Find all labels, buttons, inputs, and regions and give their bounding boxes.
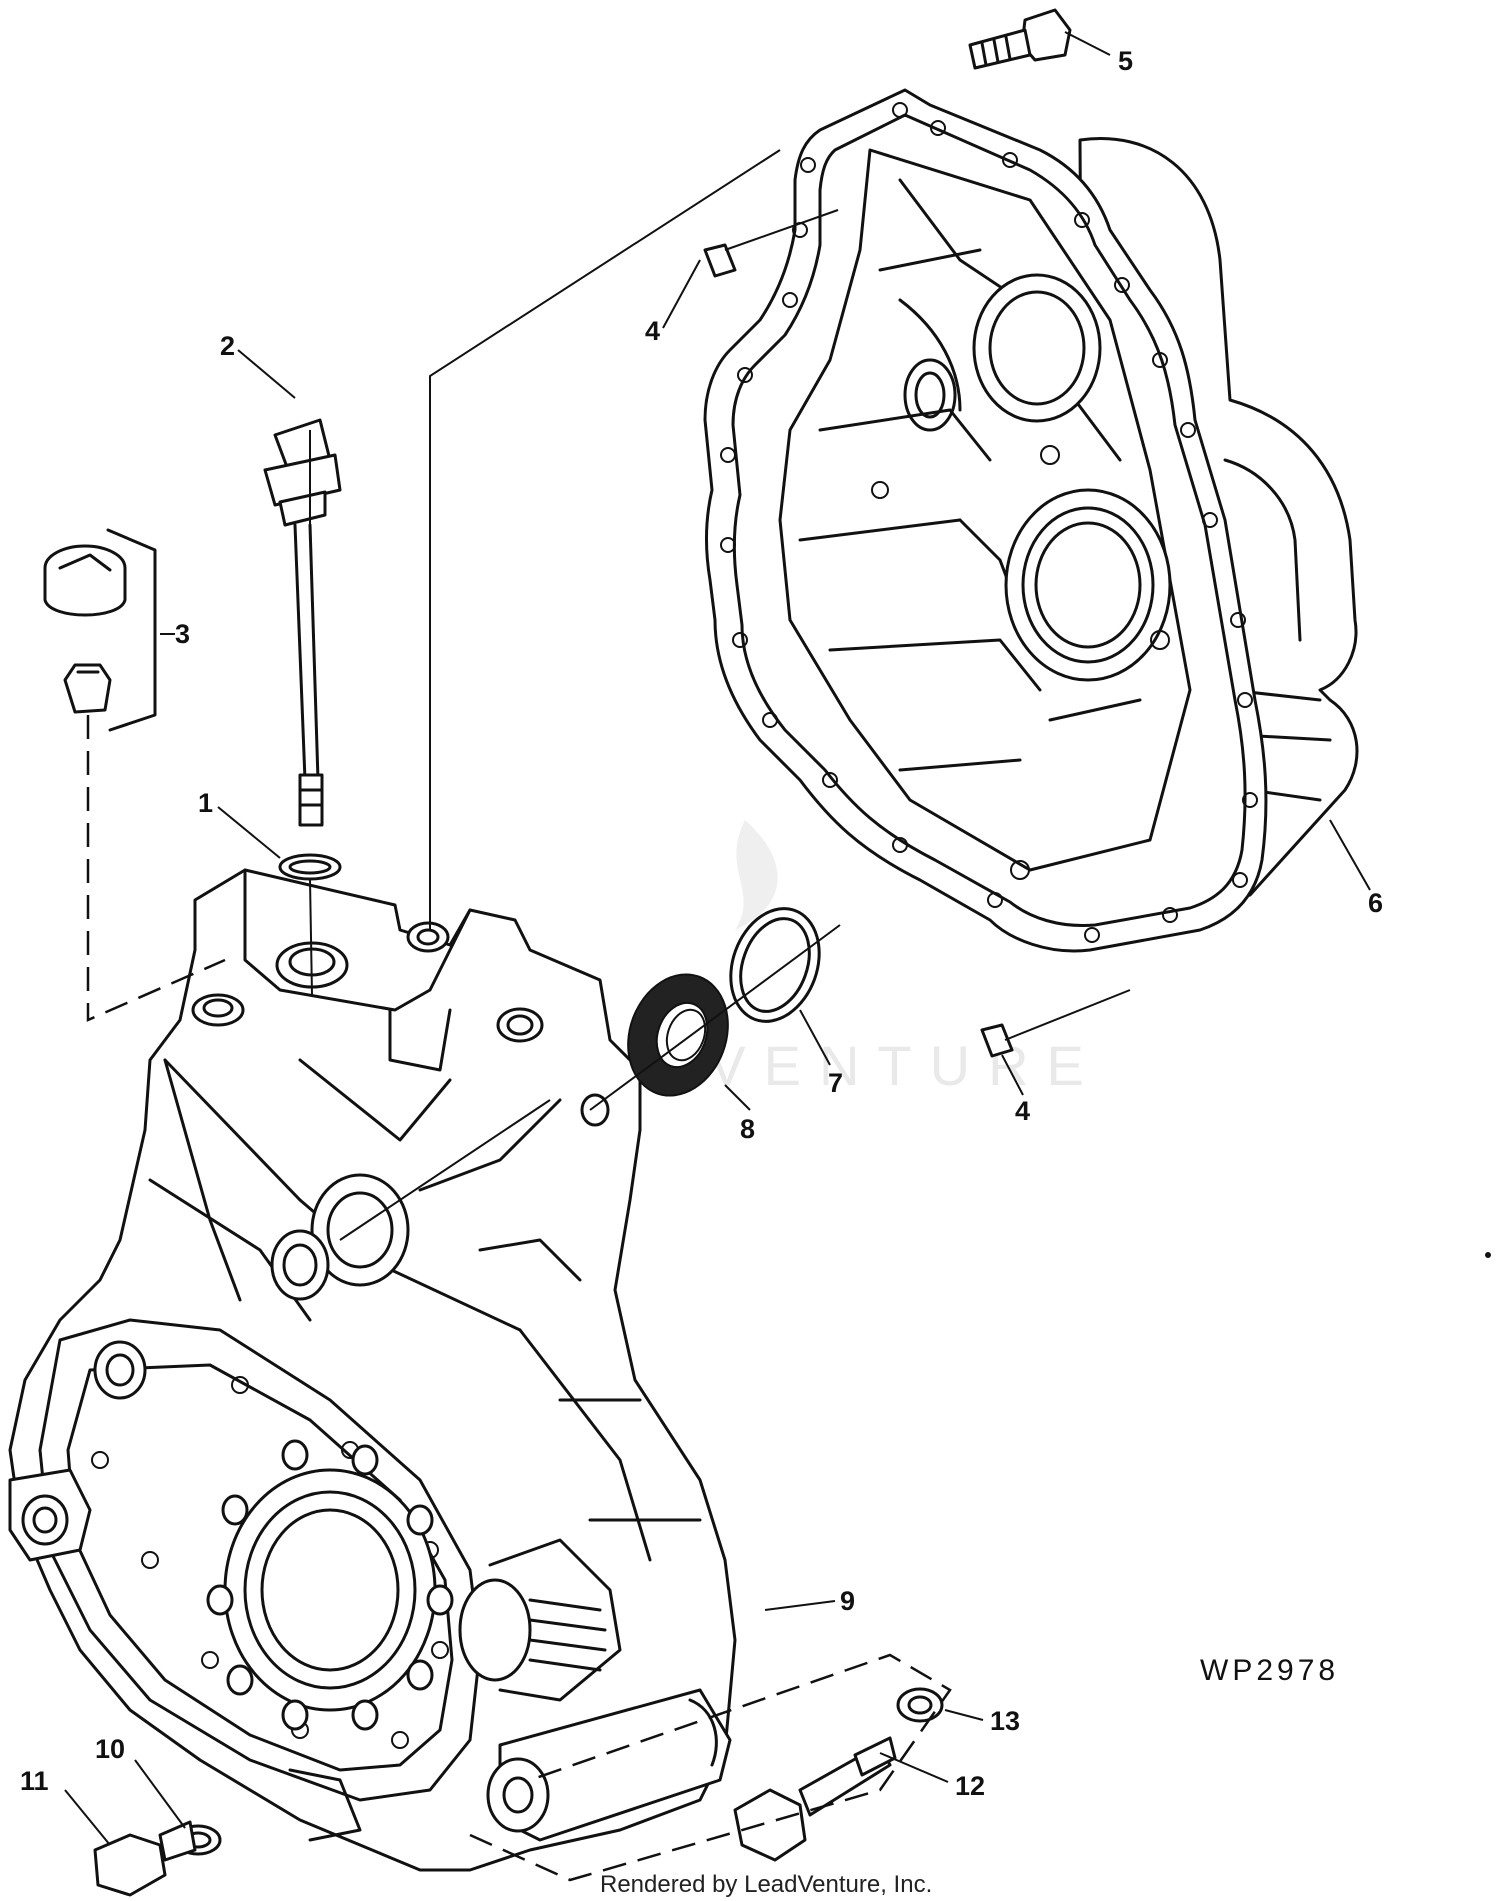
callout-5: 5 [1118, 46, 1133, 76]
footer-credit: Rendered by LeadVenture, Inc. [600, 1871, 932, 1898]
callout-8: 8 [740, 1114, 755, 1144]
stray-dot [1485, 1252, 1491, 1258]
reference-code: WP2978 [1200, 1654, 1339, 1687]
callout-3: 3 [175, 619, 190, 649]
callout-1: 1 [198, 788, 213, 818]
callout-7: 7 [828, 1068, 843, 1098]
part-9-lower-housing [8, 868, 737, 1872]
callout-9: 9 [840, 1586, 855, 1616]
callout-4-lower: 4 [1015, 1096, 1030, 1126]
part-12-bolt [733, 1736, 897, 1862]
part-11-drain-plug [93, 1820, 197, 1897]
part-6-flange-holes [720, 102, 1258, 943]
callout-6: 6 [1368, 888, 1383, 918]
callout-2: 2 [220, 331, 235, 361]
part-9-bolt-ring [206, 1439, 454, 1731]
part-1-o-ring [278, 853, 342, 881]
callout-13: 13 [990, 1706, 1020, 1736]
assembly-lines [86, 149, 1131, 1882]
callout-12: 12 [955, 1771, 985, 1801]
part-5-bolt [968, 8, 1072, 70]
callout-4-upper: 4 [645, 316, 660, 346]
callout-leaders [64, 31, 1371, 1846]
callout-10: 10 [95, 1734, 125, 1764]
part-13-washer [896, 1687, 944, 1723]
part-3-breather [43, 528, 157, 732]
part-6-upper-housing [703, 88, 1359, 953]
callout-labels: 1 2 3 4 4 5 6 7 8 9 10 11 12 13 [20, 46, 1383, 1801]
part-4-dowel-pins [703, 243, 1014, 1058]
callout-11: 11 [20, 1766, 49, 1796]
part-7-seal-ring [729, 907, 821, 1023]
part-2-dipstick [263, 418, 342, 827]
